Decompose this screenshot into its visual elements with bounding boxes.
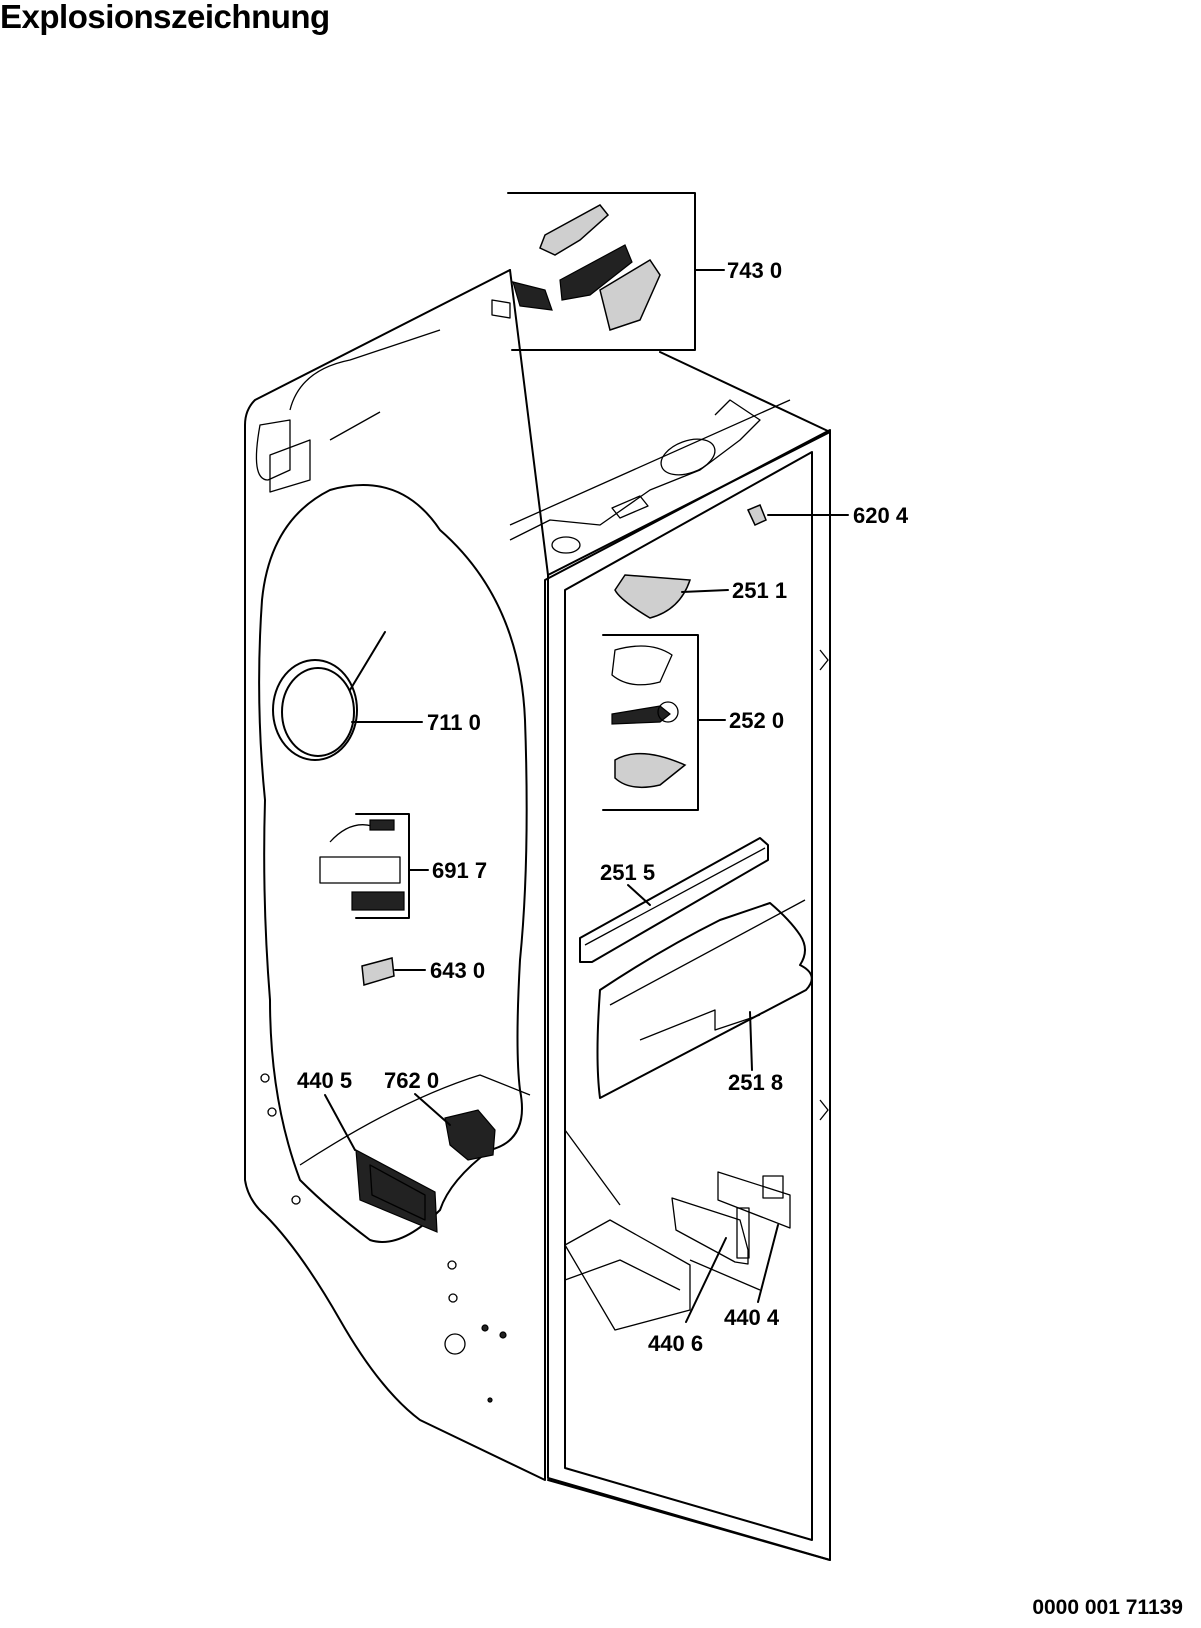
part-251-5-shelf-rail: 251 5 <box>579 837 769 963</box>
label-251-1: 251 1 <box>732 578 787 603</box>
page-title: Explosionszeichnung <box>0 0 330 35</box>
label-643-0: 643 0 <box>430 958 485 983</box>
label-252-0: 252 0 <box>729 708 784 733</box>
label-620-4: 620 4 <box>853 503 909 528</box>
part-620-4-switch: 620 4 <box>746 503 909 528</box>
label-762-0: 762 0 <box>384 1068 439 1093</box>
part-743-0-control-assembly: 743 0 <box>491 192 782 351</box>
fridge-cabinet <box>244 269 831 1561</box>
part-440-5-grille: 440 5 <box>297 1068 438 1233</box>
document-number: 0000 001 71139 <box>1032 1596 1183 1619</box>
part-251-8-shelf-panel: 251 8 <box>596 899 813 1099</box>
part-643-0-bracket: 643 0 <box>361 957 485 986</box>
part-251-1-lamp-cover: 251 1 <box>614 574 787 619</box>
label-711-0: 711 0 <box>427 710 481 735</box>
label-440-4: 440 4 <box>724 1305 780 1330</box>
label-691-7: 691 7 <box>432 858 487 883</box>
part-440-6-bracket: 440 6 <box>648 1197 750 1356</box>
part-762-0-fan: 762 0 <box>384 1068 496 1161</box>
label-440-6: 440 6 <box>648 1331 703 1356</box>
label-251-8: 251 8 <box>728 1070 783 1095</box>
part-711-0-coiled-tube: 711 0 <box>272 631 481 761</box>
part-252-0-lamp-assembly: 252 0 <box>602 634 784 811</box>
part-691-7-kit: 691 7 <box>319 813 487 919</box>
label-251-5: 251 5 <box>600 860 655 885</box>
label-743-0: 743 0 <box>727 258 782 283</box>
label-440-5: 440 5 <box>297 1068 352 1093</box>
part-440-4-bracket: 440 4 <box>717 1171 791 1330</box>
